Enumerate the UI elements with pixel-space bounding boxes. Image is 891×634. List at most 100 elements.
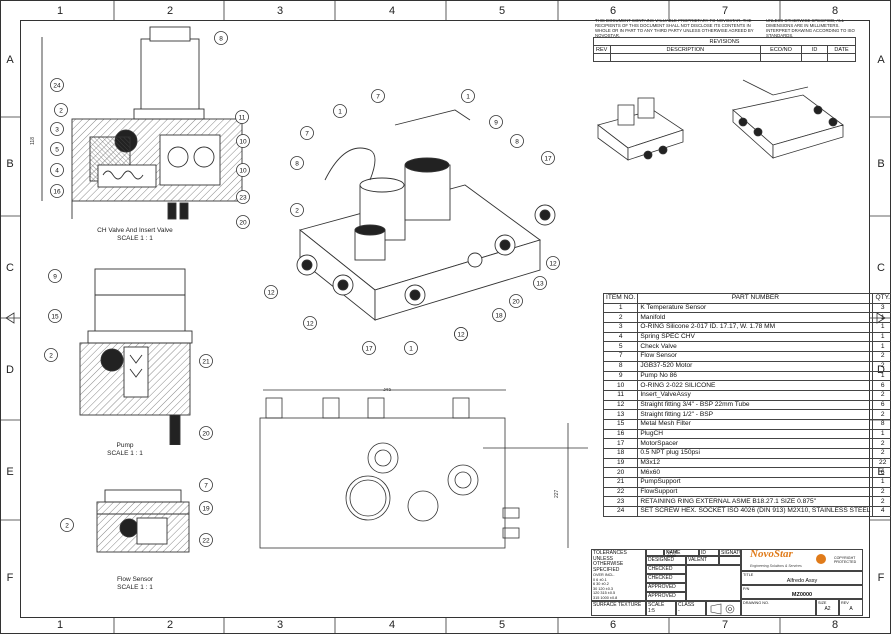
units-notice: UNLESS OTHERWISE SPECIFIED, ALL DIMENSIO… (766, 18, 855, 38)
bom-qty: 22 (872, 457, 891, 469)
balloon-label: 13 (536, 280, 544, 287)
balloon-label: 20 (202, 430, 210, 437)
bom-item-no: 5 (602, 341, 639, 353)
roles-header-signature: SIGNATURE (719, 549, 741, 556)
projection-icon (710, 603, 735, 615)
part-number-cell: P/N MZ0000 (741, 585, 863, 599)
bom-qty: 1 (872, 322, 891, 333)
balloon-label: 8 (515, 138, 519, 145)
bom-part-number: Insert_ValveAssy (637, 389, 874, 401)
zone-col-3: 3 (276, 5, 284, 17)
zone-row-c: C (6, 262, 14, 274)
bom-part-number: FlowSupport (637, 486, 874, 498)
bom-qty: 1 (872, 370, 891, 382)
zone-col-7-bottom: 7 (721, 619, 729, 631)
balloon-label: 1 (409, 345, 413, 352)
projection-symbol-cell (706, 601, 741, 616)
date-value: 0000 (667, 553, 676, 558)
pump-section-view (79, 268, 193, 445)
bom-qty: 2 (872, 389, 891, 401)
balloon-label: 8 (295, 160, 299, 167)
balloon-label: 2 (65, 522, 69, 529)
balloon-label: 17 (544, 155, 552, 162)
bom-item-no: 21 (602, 477, 639, 488)
balloon-circle (492, 308, 506, 322)
balloon-circle (48, 309, 62, 323)
bom-qty: 1 (872, 341, 891, 353)
balloon-circle (489, 115, 503, 129)
bom-qty: 2 (872, 486, 891, 498)
zone-row-f: F (6, 572, 14, 584)
balloon-label: 1 (338, 108, 342, 115)
bom-item-no: 19 (602, 457, 639, 469)
balloon-circle (509, 294, 523, 308)
designer-signature (719, 556, 741, 565)
tolerance-line: 120 315 ±0.5 (593, 591, 616, 595)
bom-item-no: 20 (602, 467, 639, 479)
balloon-circle (48, 269, 62, 283)
valve-height-dim: 118 (30, 137, 36, 145)
balloon-circle (371, 89, 385, 103)
zone-col-7: 7 (721, 5, 729, 17)
rev-label: REV (841, 601, 849, 605)
tolerance-block: TOLERANCES UNLESS OTHERWISE SPECIFIED OV… (591, 549, 646, 601)
zone-row-f-right: F (877, 572, 885, 584)
balloon-circle (362, 341, 376, 355)
balloon-circle (199, 426, 213, 440)
bom-part-number: Straight fitting 3/4" - BSP 22mm Tube (637, 399, 874, 411)
balloon-label: 1 (466, 93, 470, 100)
bom-qty: 2 (872, 409, 891, 420)
zone-col-1: 1 (56, 5, 64, 17)
bom-header-part: PART NUMBER (637, 293, 874, 304)
valve-section-view: 118 (30, 26, 243, 220)
bom-qty: 1 (872, 312, 891, 324)
balloon-circle (214, 31, 228, 45)
role-approved-1: APPROVED (646, 583, 686, 592)
balloon-label: 5 (55, 146, 59, 153)
title-block: TOLERANCES UNLESS OTHERWISE SPECIFIED OV… (591, 549, 863, 616)
balloon-circle (199, 354, 213, 368)
balloon-circle (264, 285, 278, 299)
bom-part-number: Manifold (637, 312, 874, 324)
balloon-label: 16 (53, 188, 61, 195)
bom-qty: 1 (872, 331, 891, 343)
balloon-label: 23 (239, 194, 247, 201)
scale-cell: SCALE 1:5 (646, 601, 676, 616)
bom-part-number: Flow Sensor (637, 351, 874, 362)
balloon-circle (199, 501, 213, 515)
balloon-circle (236, 163, 250, 177)
drawing-number-cell: DRAWING NO. (741, 599, 816, 616)
balloon-label: 3 (55, 126, 59, 133)
balloon-label: 17 (365, 345, 373, 352)
roles-empty-area (686, 565, 741, 601)
bom-part-number: PumpSupport (637, 477, 874, 488)
front-view: 345 227 (259, 388, 588, 549)
bom-part-number: SET SCREW HEX. SOCKET ISO 4026 (DIN 913)… (637, 506, 874, 517)
flow-view-scale: SCALE 1 : 1 (117, 584, 153, 591)
balloon-label: 2 (59, 107, 63, 114)
company-tagline: Engineering Solutions & Services (750, 564, 802, 568)
bom-qty: 8 (872, 418, 891, 430)
roles-header-id: ID (699, 549, 719, 556)
balloon-circle (461, 89, 475, 103)
balloon-label: 10 (239, 138, 247, 145)
rev-cell: REV A (839, 599, 863, 616)
zone-row-b-right: B (877, 158, 885, 170)
balloon-circle (290, 203, 304, 217)
zone-col-5: 5 (498, 5, 506, 17)
small-isometric-views (597, 79, 844, 161)
balloon-circle (199, 478, 213, 492)
zone-col-1-bottom: 1 (56, 619, 64, 631)
zone-col-5-bottom: 5 (498, 619, 506, 631)
balloon-circle (236, 215, 250, 229)
bom-item-no: 23 (602, 496, 639, 508)
bom-part-number: MotorSpacer (637, 438, 874, 449)
balloon-label: 4 (55, 167, 59, 174)
revisions-table: REVISIONS REV DESCRIPTION ECO/NO ID DATE (593, 37, 856, 62)
